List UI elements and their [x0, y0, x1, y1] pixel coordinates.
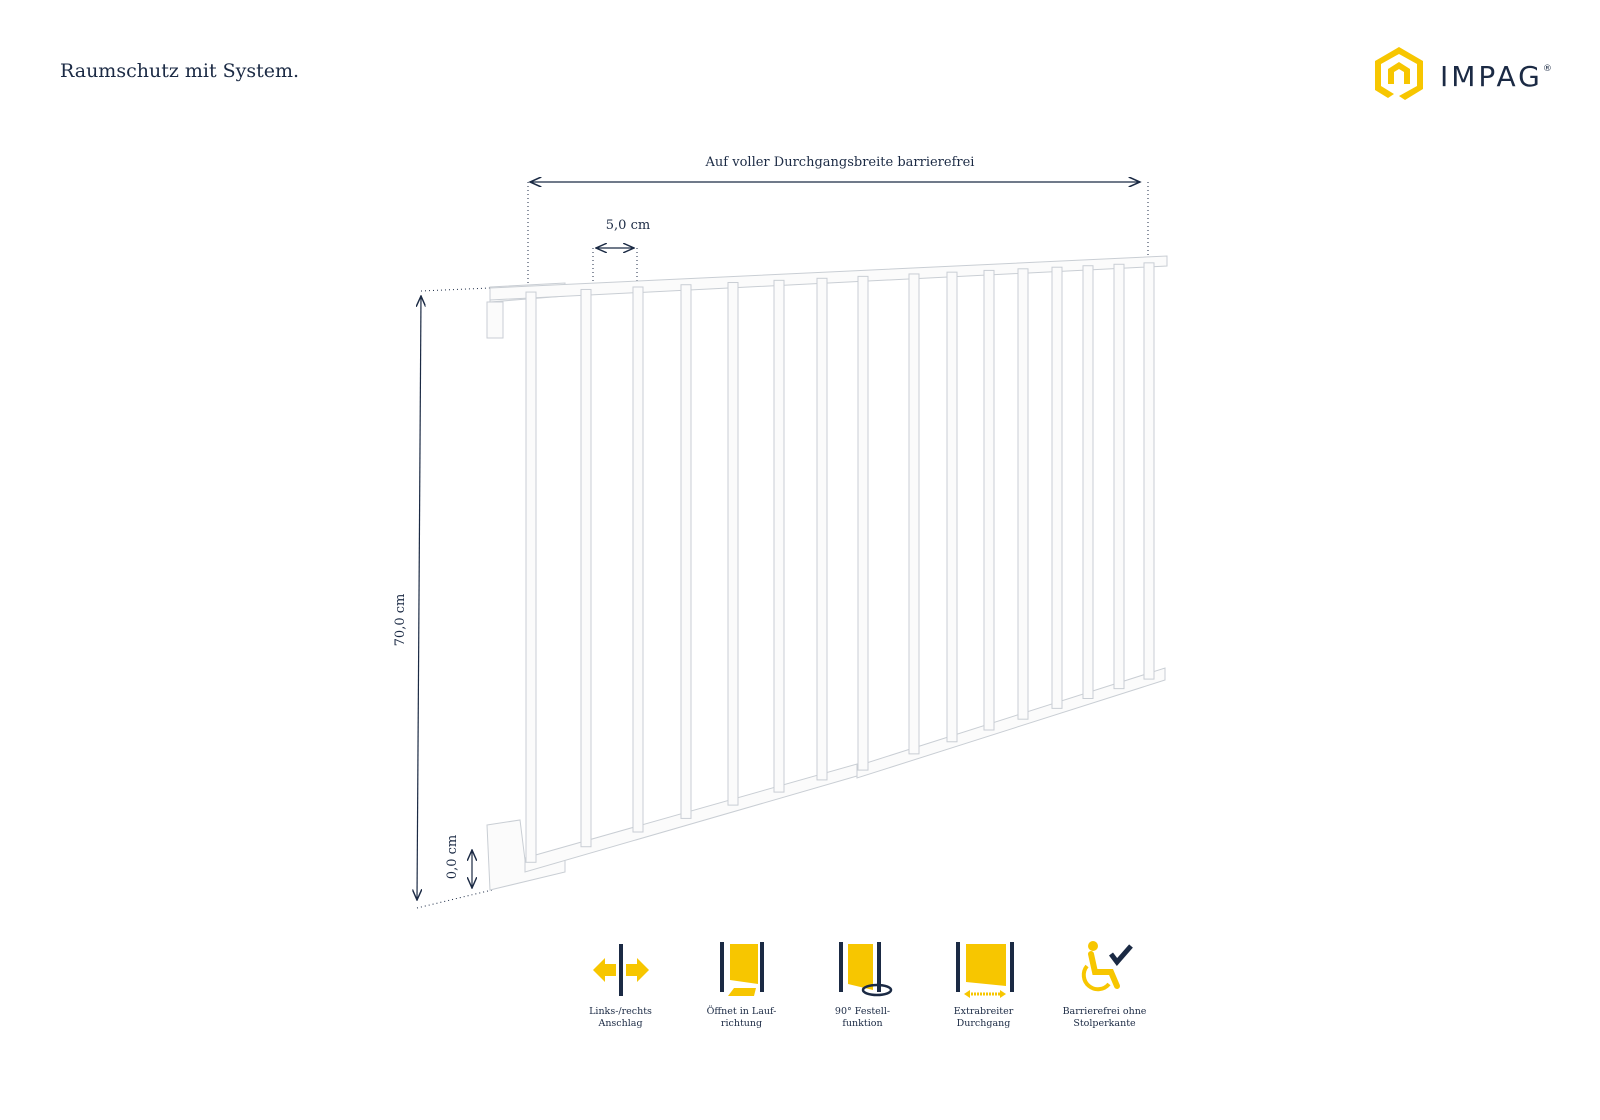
wide-passage-icon — [955, 942, 1014, 998]
gate-bar — [1143, 262, 1155, 680]
height-label: 70,0 cm — [393, 594, 408, 647]
bar-spacing-label: 5,0 cm — [606, 218, 650, 233]
gate-bar — [680, 284, 692, 819]
feature-wide-passage: Extrabreiter Durchgang — [923, 940, 1044, 1030]
gate-bar — [727, 282, 739, 806]
door-opening-direction-icon — [719, 942, 764, 996]
gate-bar — [773, 279, 785, 793]
top-rail — [489, 255, 1168, 301]
gate-bar — [857, 275, 869, 771]
feature-opening-direction: Öffnet in Lauf- richtung — [681, 940, 802, 1030]
gate-bar — [1113, 263, 1125, 690]
gate-bar — [632, 286, 644, 833]
gate-bar — [908, 273, 920, 755]
floor-clearance-dimension: 0,0 cm — [445, 835, 472, 888]
gate — [486, 255, 1168, 891]
gate-bar — [983, 269, 995, 731]
feature-left-right-hinge: Links-/rechts Anschlag — [560, 940, 681, 1030]
height-dimension: 70,0 cm — [393, 287, 493, 909]
floor-clearance-label: 0,0 cm — [445, 835, 460, 879]
left-right-arrows-icon — [592, 944, 649, 996]
hexagon-logo-icon — [1375, 47, 1423, 100]
gate-bar — [580, 288, 592, 848]
gate-bar — [1017, 268, 1029, 720]
gate-bar — [1082, 265, 1094, 699]
feature-90-hold: 90° Festell- funktion — [802, 940, 923, 1030]
impag-logo: IMPAG® — [1370, 44, 1552, 108]
width-label: Auf voller Durchgangsbreite barrierefrei — [705, 155, 975, 170]
gate-bar — [525, 291, 537, 863]
gate-bar — [1051, 266, 1063, 709]
door-90-degree-hold-icon — [838, 942, 892, 997]
gate-bar — [946, 271, 958, 743]
feature-icons: Links-/rechts Anschlag Öffnet in Lauf- r… — [560, 940, 1165, 1030]
top-wall-bracket — [486, 301, 504, 339]
gate-bar — [816, 277, 828, 781]
width-dimension: Auf voller Durchgangsbreite barrierefrei — [527, 155, 1149, 292]
feature-barrier-free: Barrierefrei ohne Stolperkante — [1044, 940, 1165, 1030]
logo-text: IMPAG® — [1440, 59, 1552, 93]
wheelchair-accessible-icon — [1081, 941, 1133, 992]
tagline: Raumschutz mit System. — [60, 60, 300, 82]
